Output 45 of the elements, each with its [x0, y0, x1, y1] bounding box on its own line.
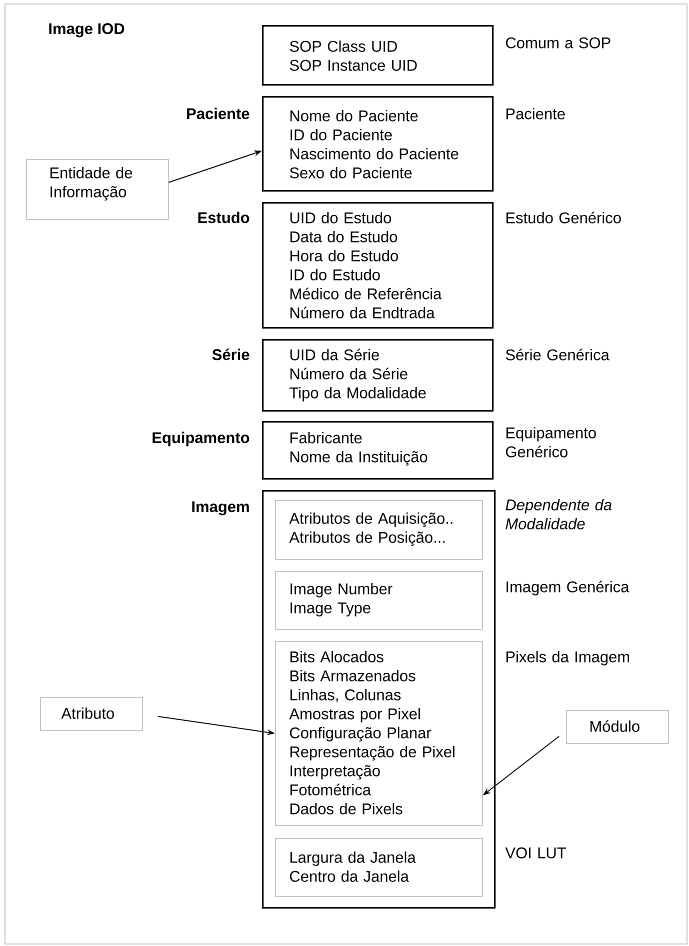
node-label: Nascimento do Paciente: [290, 148, 458, 160]
node-label: Sexo do Paciente: [290, 166, 412, 178]
entity-box: SOP Class UID SOP Instance UID: [262, 25, 494, 86]
node-label: Dados de Pixels: [290, 802, 402, 814]
node-label: UID do Estudo: [290, 212, 392, 224]
entity-heading: Série: [212, 348, 250, 360]
module-label: Série Genérica: [506, 348, 610, 360]
module-label: Pixels da Imagem: [506, 650, 630, 666]
module-label: Paciente: [506, 108, 565, 120]
module-box: Image Number Image Type: [275, 571, 483, 630]
module-label: Estudo Genérico: [506, 212, 621, 224]
entity-box: UID da Série Número da Série Tipo da Modalidade: [262, 339, 494, 412]
entity-heading: Estudo: [198, 212, 250, 224]
node-label: Hora do Estudo: [290, 250, 398, 262]
module-label: VOI LUT: [505, 847, 566, 858]
entity-box: Nome do Paciente ID do Paciente Nascimento do Paciente Sexo do Paciente: [262, 96, 494, 192]
node-label: Bits Armazenados: [290, 670, 416, 682]
node-label: Representação de Pixel: [290, 746, 454, 760]
node-label: Nome do Paciente: [290, 110, 418, 122]
node-label: ID do Estudo: [290, 268, 380, 280]
module-label: Imagem Genérica: [506, 580, 630, 596]
module-box: Bits Alocados Bits Armazenados Linhas, Colunas Amostras por Pixel Configuração Planar Representação de Pixel Interpretação Fotométrica Dados de Pixels: [275, 641, 483, 826]
module-box: Atributos de Aquisição.. Atributos de Posição...: [275, 500, 483, 560]
module-label: Equipamento Genérico: [506, 426, 596, 458]
node-label: Amostras por Pixel: [289, 708, 420, 722]
module-label: Comum a SOP: [506, 37, 610, 48]
callout-box: Módulo: [566, 710, 669, 744]
diagram-title: Image IOD: [49, 23, 124, 38]
callout-box: Entidade de Informação: [26, 159, 169, 220]
node-label: Número da Endtrada: [290, 306, 435, 318]
entity-heading: Equipamento: [152, 432, 250, 446]
module-box: Largura da Janela Centro da Janela: [275, 838, 483, 897]
node-label: Data do Estudo: [290, 230, 398, 242]
node-label: Linhas, Colunas: [290, 688, 401, 702]
module-label: Dependente da Modalidade: [506, 498, 612, 530]
node-label: Interpretação Fotométrica: [290, 765, 380, 796]
entity-heading: Paciente: [187, 108, 250, 120]
node-label: ID do Paciente: [290, 128, 392, 140]
node-label: Bits Alocados: [290, 650, 384, 662]
entity-box: UID do Estudo Data do Estudo Hora do Estudo ID do Estudo Médico de Referência Número da Endtrada: [262, 202, 494, 329]
entity-heading: Imagem: [192, 501, 249, 516]
node-label: Médico de Referência: [290, 288, 442, 300]
callout-box: Atributo: [40, 697, 143, 731]
entity-box: Fabricante Nome da Instituição: [262, 421, 494, 480]
node-label: Configuração Planar: [290, 726, 432, 742]
